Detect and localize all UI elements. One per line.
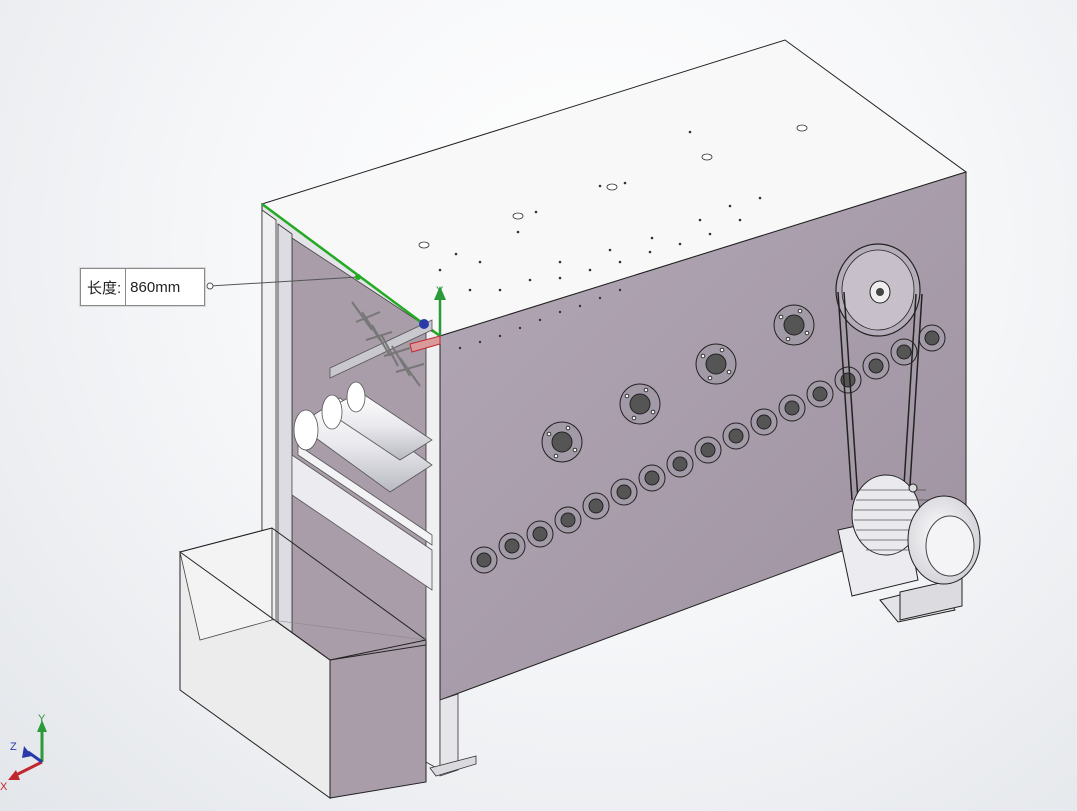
belt-pulley[interactable] (835, 243, 921, 337)
support-foot (429, 755, 477, 777)
top-panel-holes (418, 124, 808, 249)
dimension-leader (209, 276, 359, 287)
dimension-readout[interactable]: 长度: 860mm (80, 268, 206, 306)
dimension-label: 长度: (81, 269, 127, 305)
side-edge-dots (458, 288, 622, 350)
orientation-triad-icon[interactable]: Y Z X (0, 713, 47, 793)
coordinate-triad-icon: Y (409, 285, 446, 353)
selection-handle-icon[interactable] (355, 274, 361, 280)
support-leg (439, 693, 459, 777)
corner-y-label: Y (38, 713, 46, 725)
roller-group (291, 381, 433, 591)
selected-edge[interactable] (261, 202, 441, 338)
dimension-value[interactable]: 860mm (130, 278, 181, 296)
drive-belt (837, 291, 923, 501)
corner-x-label: X (0, 781, 8, 793)
hopper-side[interactable] (329, 639, 427, 799)
corner-z-label: Z (10, 741, 17, 753)
frame-post-inner (277, 223, 293, 663)
top-panel-dots (438, 130, 762, 292)
electric-motor[interactable] (837, 474, 981, 623)
leader-end-icon (206, 282, 214, 290)
bearing-flanges-large (541, 304, 815, 463)
local-y-label: Y (436, 285, 444, 297)
hopper-inner-right (178, 527, 427, 661)
spike-bar (329, 301, 433, 387)
bearing-row-bottom (470, 324, 946, 574)
